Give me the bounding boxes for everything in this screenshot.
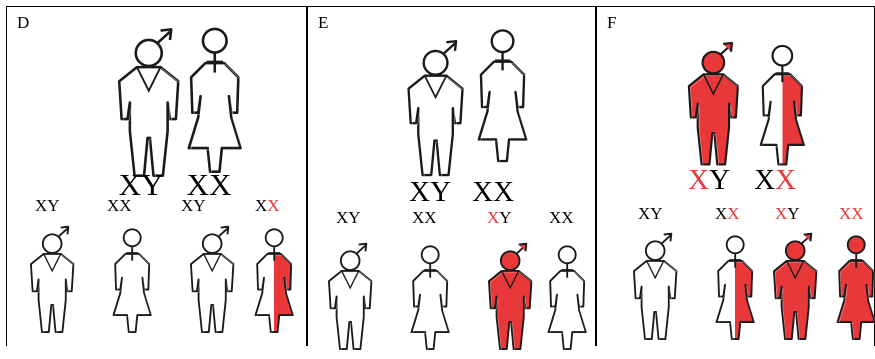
child-figure [483, 242, 537, 359]
daughter-icon [254, 228, 295, 334]
child-genotype: XX [715, 204, 740, 223]
child-figure [105, 225, 159, 342]
parent-figure [751, 41, 814, 175]
child-figure [323, 242, 377, 359]
panel-f: F XY XX XY XX XY XX [596, 6, 875, 346]
child-genotype: XY [181, 196, 206, 215]
parent-figure [177, 23, 253, 184]
mother-icon [187, 27, 243, 174]
father-icon [687, 41, 740, 167]
son-icon [488, 242, 533, 351]
child-figure [708, 232, 762, 349]
parent-genotype: XY [688, 164, 731, 196]
panel-label: E [318, 13, 329, 32]
son-icon [30, 225, 75, 334]
daughter-icon [547, 245, 588, 351]
daughter-icon [715, 235, 756, 341]
parent-genotype: XY [409, 176, 452, 208]
child-figure [540, 242, 594, 359]
daughter-icon [410, 245, 451, 351]
child-genotype: XY [35, 196, 60, 215]
parent-figure [468, 25, 537, 173]
child-genotype: XX [255, 196, 280, 215]
child-genotype: XY [638, 204, 663, 223]
mother-icon [759, 44, 806, 167]
parent-genotype: XX [472, 176, 515, 208]
son-icon [328, 242, 373, 351]
father-icon [407, 39, 465, 178]
child-genotype: XY [336, 208, 361, 227]
mother-icon [477, 29, 529, 164]
child-genotype: XY [775, 204, 800, 223]
parent-figure [682, 41, 745, 175]
parent-genotype: XY [118, 167, 164, 202]
child-figure [185, 225, 239, 342]
child-figure [403, 242, 457, 359]
parent-figure [401, 39, 470, 187]
child-genotype: XY [487, 208, 512, 227]
child-figure [768, 232, 822, 349]
daughter-icon [112, 228, 153, 334]
son-icon [633, 232, 678, 341]
child-figure [247, 225, 301, 342]
parent-figure [111, 27, 187, 188]
father-icon [117, 28, 181, 178]
parent-genotype: XX [186, 167, 232, 202]
panel-label: D [17, 13, 30, 32]
son-icon [190, 225, 235, 334]
child-figure [25, 225, 79, 342]
child-genotype: XX [839, 204, 864, 223]
son-icon [773, 232, 818, 341]
child-figure [829, 232, 875, 349]
panel-label: F [607, 13, 617, 32]
parent-genotype: XX [754, 164, 797, 196]
child-figure [628, 232, 682, 349]
child-genotype: XX [412, 208, 437, 227]
daughter-icon [836, 235, 875, 341]
child-genotype: XX [107, 196, 132, 215]
child-genotype: XX [549, 208, 574, 227]
